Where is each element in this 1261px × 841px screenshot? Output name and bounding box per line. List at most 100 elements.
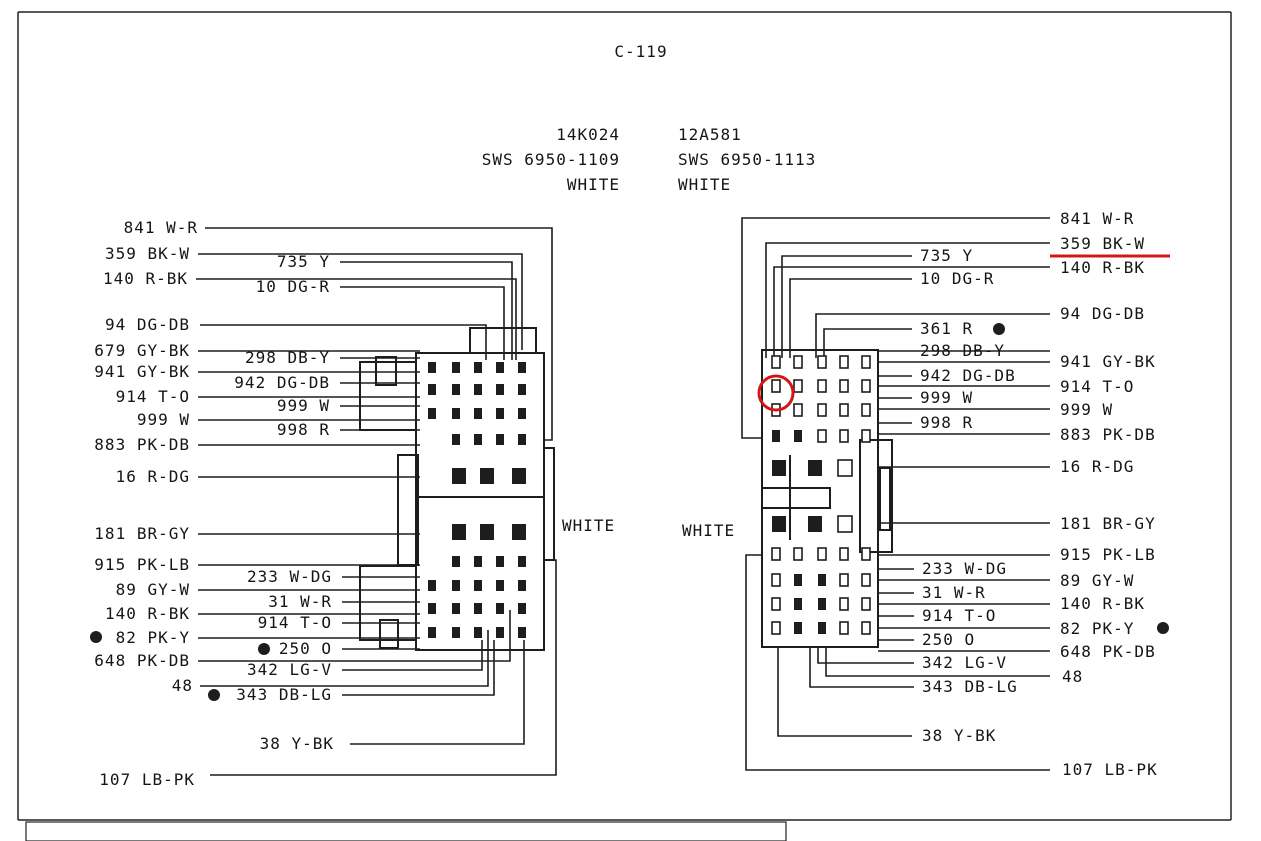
wire-31 (350, 640, 525, 745)
left-outer-wire-label-648-pk-db: 648 PK-DB (94, 651, 190, 670)
left-connector-side-rail (397, 454, 419, 566)
left-outer-wire-label-941-gy-bk: 941 GY-BK (94, 362, 190, 381)
right-outer-wire-label-181-br-gy: 181 BR-GY (1060, 514, 1156, 533)
left-inner-wire-label-942-dg-db: 942 DG-DB (234, 373, 330, 392)
right-inner-wire-label-735-y: 735 Y (920, 246, 973, 265)
left-cavity-25 (512, 524, 526, 540)
right-cavity-58 (839, 403, 849, 417)
left-cavity-6 (428, 384, 436, 395)
left-inner-wire-label-342-lg-v: 342 LG-V (247, 660, 332, 679)
right-cavity-87 (794, 622, 802, 634)
left-cavity-23 (452, 524, 466, 540)
left-connector-flange-top (359, 361, 416, 431)
diagram-title: C-119 (614, 42, 667, 61)
left-cavity-32 (474, 580, 482, 591)
wire-3 (196, 278, 517, 360)
right-cavity-73 (817, 547, 827, 561)
left-outer-wire-label-841-w-r: 841 W-R (124, 218, 198, 237)
wire-4 (200, 324, 487, 360)
right-cavity-61 (794, 430, 802, 442)
left-cavity-8 (474, 384, 482, 395)
right-cavity-84 (839, 597, 849, 611)
right-connector-color: WHITE (678, 175, 731, 194)
right-inner-wire-label-914-t-o: 914 T-O (922, 606, 996, 625)
left-outer-wire-label-94-dg-db: 94 DG-DB (105, 315, 190, 334)
right-cavity-86 (771, 621, 781, 635)
left-cavity-28 (496, 556, 504, 567)
right-cavity-90 (861, 621, 871, 635)
left-cavity-19 (518, 434, 526, 445)
right-outer-wire-label-359-bk-w: 359 BK-W (1060, 234, 1145, 253)
left-cavity-33 (496, 580, 504, 591)
right-inner-wire-label-10-dg-r: 10 DG-R (920, 269, 994, 288)
left-inner-wire-label-999-w: 999 W (277, 396, 330, 415)
right-connector-shell (761, 349, 879, 648)
right-outer-wire-label-941-gy-bk: 941 GY-BK (1060, 352, 1156, 371)
left-cavity-7 (452, 384, 460, 395)
right-outer-wire-label-82-pk-y: 82 PK-Y (1060, 619, 1134, 638)
right-cavity-68 (772, 516, 786, 532)
right-outer-wire-label-914-t-o: 914 T-O (1060, 377, 1134, 396)
left-inner-wire-label-233-w-dg: 233 W-DG (247, 567, 332, 586)
left-part-number: 14K024 (556, 125, 620, 144)
left-outer-wire-label-107-lb-pk: 107 LB-PK (99, 770, 195, 789)
left-outer-wire-label-915-pk-lb: 915 PK-LB (94, 555, 190, 574)
right-cavity-49 (861, 355, 871, 369)
right-cavity-52 (817, 379, 827, 393)
left-inner-wire-label-31-w-r: 31 W-R (268, 592, 332, 611)
right-cavity-63 (839, 429, 849, 443)
wire-20 (340, 286, 505, 360)
right-cavity-67 (837, 459, 853, 477)
right-inner-wire-label-233-w-dg: 233 W-DG (922, 559, 1007, 578)
right-cavity-60 (772, 430, 780, 442)
left-cavity-43 (496, 627, 504, 638)
right-inner-wire-label-361-r: 361 R (920, 319, 973, 338)
wire-2 (198, 253, 523, 350)
right-cavity-53 (839, 379, 849, 393)
right-outer-wire-label-915-pk-lb: 915 PK-LB (1060, 545, 1156, 564)
left-connector-color: WHITE (567, 175, 620, 194)
left-cavity-3 (474, 362, 482, 373)
left-outer-wire-label-181-br-gy: 181 BR-GY (94, 524, 190, 543)
right-cavity-59 (861, 403, 871, 417)
right-connector-rail-slot (879, 467, 891, 531)
wire-59 (825, 647, 1050, 677)
left-cavity-27 (474, 556, 482, 567)
right-cavity-50 (771, 379, 781, 393)
wire-35 (781, 255, 912, 358)
right-outer-wire-label-89-gy-w: 89 GY-W (1060, 571, 1134, 590)
left-outer-wire-label-16-r-dg: 16 R-DG (116, 467, 190, 486)
right-sws-number: SWS 6950-1113 (678, 150, 816, 169)
left-cavity-4 (496, 362, 504, 373)
left-cavity-16 (452, 434, 460, 445)
left-cavity-37 (474, 603, 482, 614)
left-outer-wire-label-89-gy-w: 89 GY-W (116, 580, 190, 599)
highlight-circle (757, 374, 795, 412)
wire-37 (815, 313, 1050, 358)
right-cavity-89 (839, 621, 849, 635)
right-cavity-85 (861, 597, 871, 611)
right-inner-wire-label-342-lg-v: 342 LG-V (922, 653, 1007, 672)
right-outer-wire-label-883-pk-db: 883 PK-DB (1060, 425, 1156, 444)
left-inner-wire-label-38-y-bk: 38 Y-BK (260, 734, 334, 753)
left-connector-flange-bottom (359, 565, 416, 641)
right-outer-wire-label-16-r-dg: 16 R-DG (1060, 457, 1134, 476)
left-cavity-38 (496, 603, 504, 614)
left-cavity-24 (480, 524, 494, 540)
right-inner-wire-label-38-y-bk: 38 Y-BK (922, 726, 996, 745)
left-outer-wire-label-999-w: 999 W (137, 410, 190, 429)
right-cavity-78 (818, 574, 826, 586)
right-cavity-70 (837, 515, 853, 533)
right-outer-wire-label-107-lb-pk: 107 LB-PK (1062, 760, 1158, 779)
left-connector-tab (375, 356, 397, 386)
left-cavity-5 (518, 362, 526, 373)
right-cavity-51 (793, 379, 803, 393)
wire-29 (342, 640, 483, 671)
right-cavity-83 (818, 598, 826, 610)
right-cavity-64 (861, 429, 871, 443)
right-connector (761, 349, 893, 648)
right-cavity-82 (794, 598, 802, 610)
left-inner-wire-label-735-y: 735 Y (277, 252, 330, 271)
